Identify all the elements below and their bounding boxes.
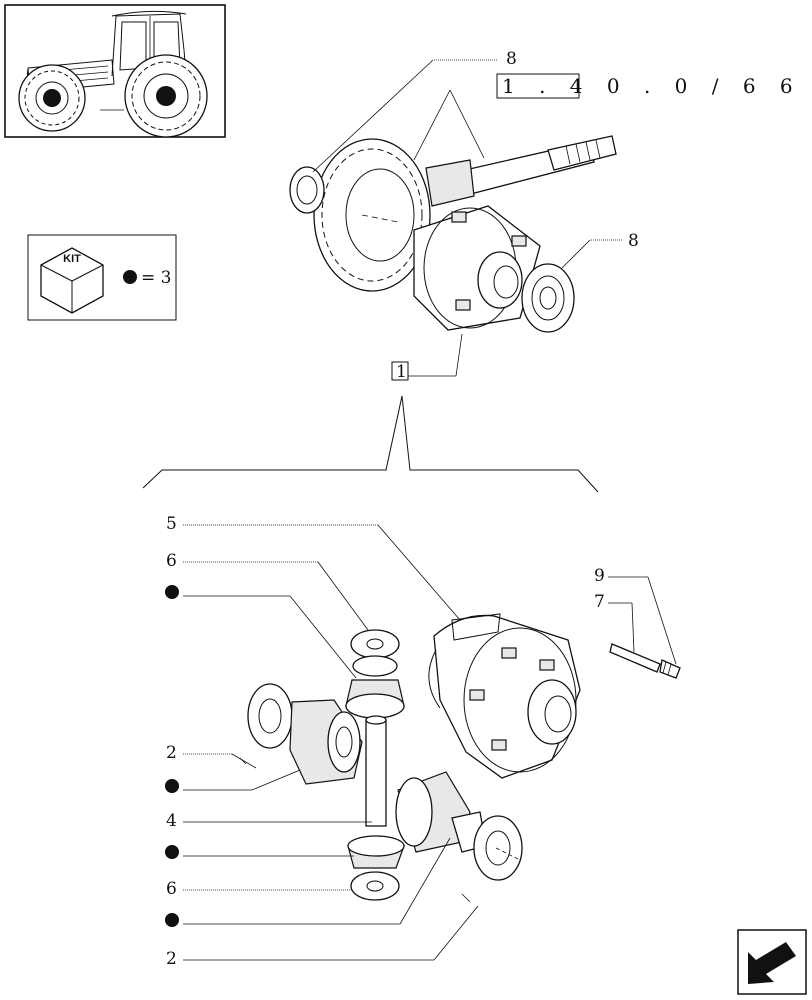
callout-8-upper: 8: [506, 49, 517, 69]
upper-leader-lines: [142, 59, 622, 493]
next-page-arrow-icon[interactable]: [737, 929, 807, 995]
callout-9: 9: [594, 566, 605, 586]
upper-assembly: [289, 135, 617, 333]
kit-box-icon: [40, 247, 104, 314]
callout-4: 4: [166, 811, 177, 831]
callout-2-lower: 2: [166, 949, 177, 969]
kit-quantity: = 3: [141, 268, 171, 288]
kit-dot-marker: [165, 845, 179, 859]
kit-dot-marker: [165, 913, 179, 927]
callout-5: 5: [166, 514, 177, 534]
callout-1: 1: [396, 362, 407, 382]
kit-label: KIT: [63, 253, 81, 265]
lower-leader-lines: [183, 524, 677, 961]
kit-dot-marker: [165, 585, 179, 599]
callout-6-lower: 6: [166, 879, 177, 899]
callout-6-upper: 6: [166, 551, 177, 571]
callout-8-right: 8: [628, 231, 639, 251]
kit-legend: KIT = 3: [27, 234, 177, 321]
kit-dot-icon: [123, 270, 137, 284]
tractor-thumbnail-icon: [4, 4, 226, 138]
lower-exploded-parts: [247, 613, 681, 901]
callout-7: 7: [594, 592, 605, 612]
reference-number: 1 . 4 0 . 0 / 6 6: [496, 73, 802, 99]
callout-2-left: 2: [166, 743, 177, 763]
kit-dot-marker: [165, 779, 179, 793]
reference-text: 1 . 4 0 . 0 / 6 6: [502, 74, 802, 98]
